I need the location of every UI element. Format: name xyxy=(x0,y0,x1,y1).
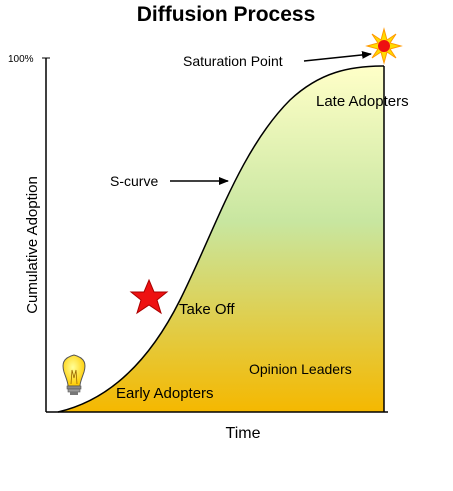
light-bulb-icon xyxy=(62,354,86,395)
diagram-title: Diffusion Process xyxy=(137,3,316,26)
y-axis-label: Cumulative Adoption xyxy=(24,176,41,314)
x-axis-label: Time xyxy=(226,425,261,442)
sun-burst-icon xyxy=(365,27,403,65)
opinion-leaders-label: Opinion Leaders xyxy=(249,361,352,377)
adoption-area xyxy=(58,66,384,412)
late-adopters-label: Late Adopters xyxy=(316,93,409,110)
take-off-label: Take Off xyxy=(179,301,235,318)
saturation-arrow xyxy=(303,50,372,62)
red-star-icon xyxy=(129,278,169,315)
s-curve-line xyxy=(57,65,385,413)
y-axis-top-tick-label: 100% xyxy=(8,54,34,65)
saturation-point-label: Saturation Point xyxy=(183,53,283,69)
s-curve-label: S-curve xyxy=(110,173,158,189)
early-adopters-label: Early Adopters xyxy=(116,385,214,402)
